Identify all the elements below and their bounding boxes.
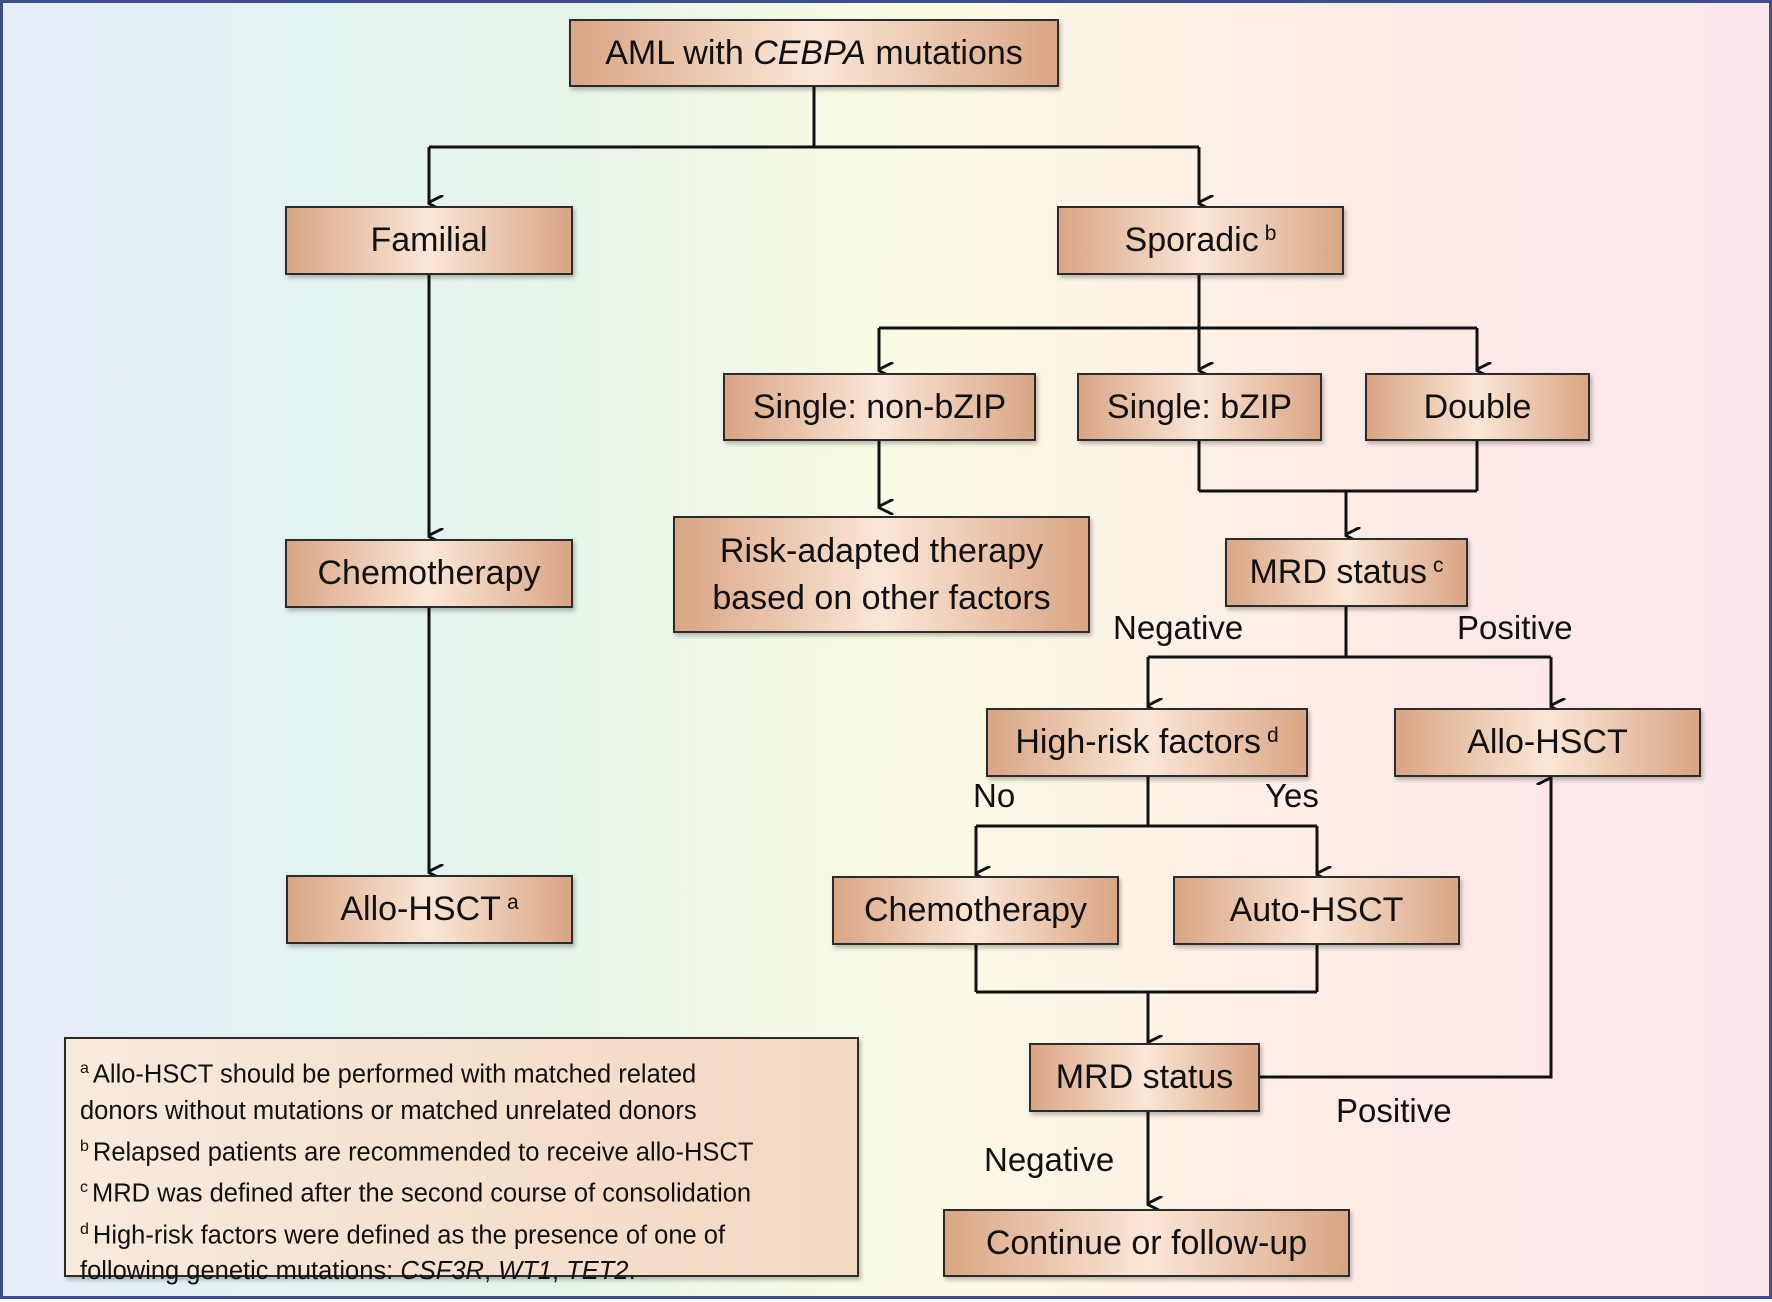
- edge-mrd2-positive: [1260, 777, 1553, 1079]
- node-chemotherapy-familial: Chemotherapy: [285, 539, 573, 608]
- node-mrd-status-2-label: MRD status: [1055, 1058, 1234, 1097]
- edge-label-yes: Yes: [1265, 777, 1319, 814]
- edge-label-positive-1: Positive: [1457, 609, 1573, 646]
- node-chemotherapy-right: Chemotherapy: [832, 876, 1119, 945]
- node-continue-follow-up-label: Continue or follow-up: [985, 1223, 1308, 1262]
- node-double-label: Double: [1423, 387, 1532, 426]
- footnote-marker-c: c: [1433, 553, 1444, 577]
- node-familial: Familial: [285, 206, 573, 275]
- node-single-bzip-label: Single: bZIP: [1106, 387, 1293, 426]
- node-mrd-status-2: MRD status: [1029, 1043, 1260, 1112]
- node-aml-cebpa: AML with CEBPA mutations: [569, 19, 1059, 87]
- node-auto-hsct-label: Auto-HSCT: [1229, 891, 1404, 930]
- node-allo-hsct-right: Allo-HSCT: [1394, 708, 1701, 777]
- edge-label-positive-2: Positive: [1336, 1092, 1452, 1129]
- node-double: Double: [1365, 373, 1590, 441]
- node-allo-hsct-right-label: Allo-HSCT: [1467, 723, 1628, 762]
- connector-lines: [427, 87, 1772, 1302]
- edge-label-no: No: [973, 777, 1016, 814]
- footnote-a-cont: donors without mutations or matched unre…: [80, 1096, 697, 1125]
- node-single-non-bzip-label: Single: non-bZIP: [752, 387, 1007, 426]
- node-auto-hsct: Auto-HSCT: [1173, 876, 1460, 945]
- node-familial-label: Familial: [370, 221, 488, 260]
- footnote-marker-b: b: [1264, 221, 1277, 245]
- footnote-d-cont: following genetic mutations: CSF3R, WT1,…: [80, 1257, 636, 1286]
- node-chemotherapy-familial-label: Chemotherapy: [317, 554, 541, 593]
- footnote-marker-a: a: [506, 890, 519, 914]
- node-single-bzip: Single: bZIP: [1077, 373, 1322, 441]
- node-chemotherapy-right-label: Chemotherapy: [863, 891, 1087, 930]
- footnote-marker-d: d: [1266, 723, 1279, 747]
- edge-label-negative-2: Negative: [984, 1141, 1115, 1178]
- node-aml-text: AML with CEBPA mutations: [605, 33, 1023, 72]
- node-single-non-bzip: Single: non-bZIP: [723, 373, 1036, 441]
- node-continue-follow-up: Continue or follow-up: [943, 1209, 1350, 1277]
- edge-label-negative-1: Negative: [1113, 609, 1244, 646]
